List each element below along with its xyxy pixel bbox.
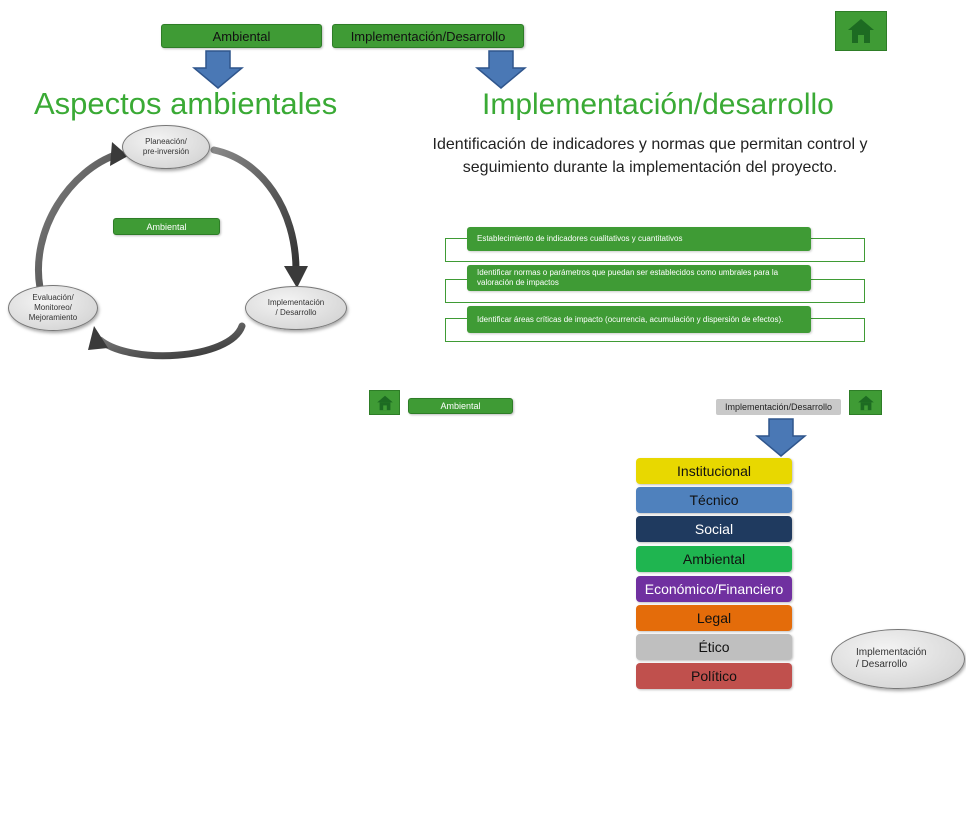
category-etico[interactable]: Ético [636, 634, 792, 660]
down-arrow-icon [475, 50, 527, 89]
category-ambiental[interactable]: Ambiental [636, 546, 792, 572]
category-economico[interactable]: Económico/Financiero [636, 576, 792, 602]
home-icon [848, 19, 874, 43]
ambiental-nav-label: Ambiental [212, 28, 271, 44]
planeacion-node[interactable]: Planeación/ pre-inversión [122, 125, 210, 169]
category-label: Institucional [677, 463, 751, 479]
category-label: Ambiental [682, 551, 746, 567]
step-item[interactable]: Establecimiento de indicadores cualitati… [467, 227, 811, 251]
step-item[interactable]: Identificar normas o parámetros que pued… [467, 265, 811, 291]
ambiental-mid-button[interactable]: Ambiental [408, 398, 513, 414]
planeacion-node-label: Planeación/ pre-inversión [142, 137, 190, 156]
evaluacion-node-label: Evaluación/ Monitoreo/ Mejoramiento [28, 293, 78, 322]
home-button[interactable] [849, 390, 882, 415]
home-icon [376, 395, 393, 410]
implementacion-nav-button[interactable]: Implementación/Desarrollo [332, 24, 524, 48]
category-label: Técnico [689, 492, 739, 508]
category-tecnico[interactable]: Técnico [636, 487, 792, 513]
aspectos-title: Aspectos ambientales [34, 86, 338, 121]
down-arrow-icon [755, 418, 807, 457]
implementacion-description: Identificación de indicadores y normas q… [432, 136, 868, 176]
ambiental-center-label: Ambiental [146, 221, 187, 232]
category-institucional[interactable]: Institucional [636, 458, 792, 484]
implementacion-side-label: Implementación / Desarrollo [856, 647, 927, 670]
category-social[interactable]: Social [636, 516, 792, 542]
evaluacion-node[interactable]: Evaluación/ Monitoreo/ Mejoramiento [8, 285, 98, 331]
implementacion-mid-label: Implementación/Desarrollo [724, 402, 833, 412]
home-button[interactable] [835, 11, 887, 51]
implementacion-node-label: Implementación / Desarrollo [267, 298, 325, 317]
ambiental-center-button[interactable]: Ambiental [113, 218, 220, 235]
home-button[interactable] [369, 390, 400, 415]
category-legal[interactable]: Legal [636, 605, 792, 631]
implementacion-nav-label: Implementación/Desarrollo [350, 28, 506, 44]
category-politico[interactable]: Político [636, 663, 792, 689]
category-label: Político [691, 668, 737, 684]
implementacion-node[interactable]: Implementación / Desarrollo [245, 286, 347, 330]
ambiental-mid-label: Ambiental [440, 401, 481, 411]
step-item[interactable]: Identificar áreas críticas de impacto (o… [467, 306, 811, 333]
step-text: Identificar áreas críticas de impacto (o… [477, 314, 784, 324]
cycle-arrows [35, 142, 308, 360]
category-label: Social [694, 521, 734, 537]
category-label: Ético [698, 639, 730, 655]
implementacion-title: Implementación/desarrollo [482, 88, 834, 121]
step-text: Identificar normas o parámetros que pued… [477, 268, 779, 287]
category-label: Legal [696, 610, 732, 626]
implementacion-side-node[interactable]: Implementación / Desarrollo [831, 629, 965, 689]
category-label: Económico/Financiero [644, 581, 784, 597]
down-arrow-icon [192, 50, 244, 89]
home-icon [857, 395, 874, 410]
implementacion-mid-button[interactable]: Implementación/Desarrollo [716, 399, 841, 415]
ambiental-nav-button[interactable]: Ambiental [161, 24, 322, 48]
step-text: Establecimiento de indicadores cualitati… [477, 234, 683, 243]
